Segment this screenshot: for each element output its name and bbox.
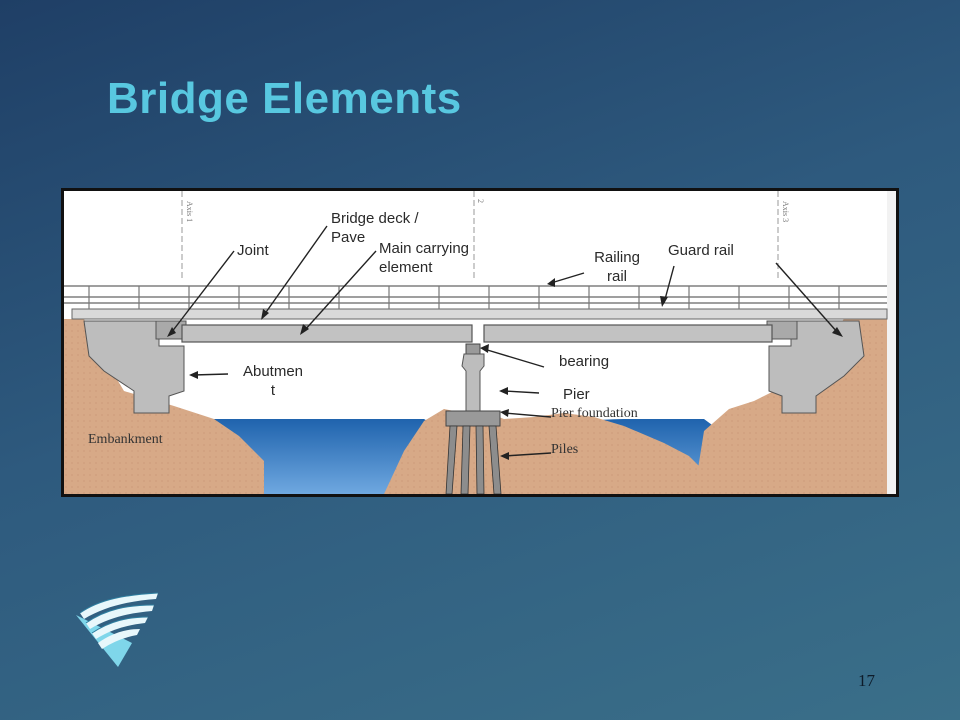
axis-text-left: Axis 1	[185, 201, 194, 222]
abutment-left	[83, 320, 185, 414]
label-bearing: bearing	[559, 353, 610, 370]
pier-column	[461, 353, 485, 412]
label-bridge-deck: Bridge deck / Pave	[331, 210, 419, 246]
railing-posts	[88, 286, 840, 309]
railing	[64, 285, 887, 304]
pier-foundation	[445, 410, 501, 427]
leader-lines	[170, 225, 839, 457]
label-guard-rail: Guard rail	[668, 242, 734, 259]
bridge-drawing: Axis 1 2 Axis 3 Embankment Pier foundati…	[64, 191, 896, 494]
diagram-edge-strip	[887, 191, 896, 494]
girder-right	[483, 324, 773, 343]
girder-left	[181, 324, 473, 343]
piles-text: Piles	[551, 442, 578, 457]
label-railing-rail: Railing rail	[594, 249, 640, 285]
organization-logo-icon	[76, 592, 159, 667]
bridge-diagram: Axis 1 2 Axis 3 Embankment Pier foundati…	[61, 188, 899, 497]
axis-text-mid: 2	[476, 199, 485, 203]
bearing-block	[465, 343, 481, 355]
pier-foundation-text: Pier foundation	[551, 406, 638, 421]
label-joint: Joint	[237, 242, 269, 259]
label-abutment: Abutmen t	[242, 363, 304, 399]
abutment-right	[768, 320, 865, 414]
bridge-deck	[71, 308, 888, 320]
slide-number: 17	[858, 671, 875, 690]
leader-arrowheads	[167, 278, 843, 460]
embankment-text: Embankment	[88, 432, 163, 447]
piles	[445, 425, 502, 494]
axis-text-right: Axis 3	[781, 201, 790, 222]
label-main-carrying-element: Main carrying element	[379, 240, 472, 278]
page-title: Bridge Elements	[107, 74, 462, 123]
label-pier: Pier	[563, 386, 590, 403]
